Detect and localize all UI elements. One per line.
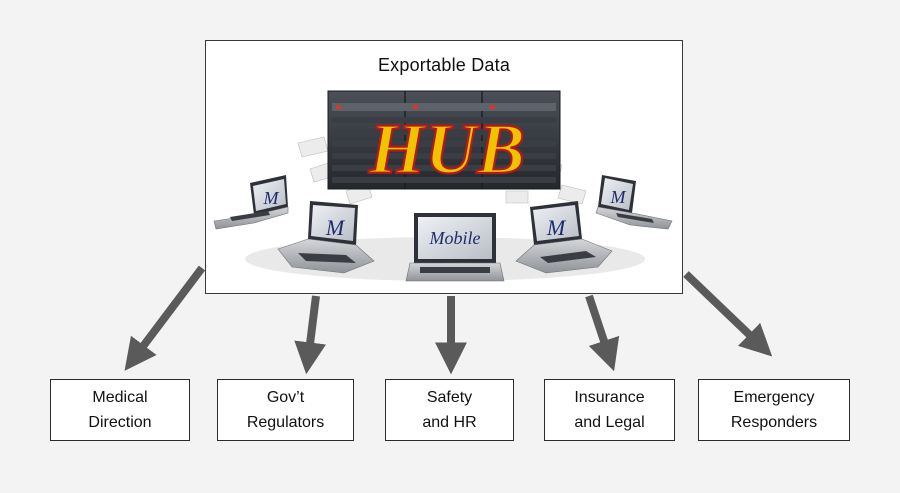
- destination-line-2: and Legal: [574, 414, 645, 431]
- destination-line-1: Medical: [92, 389, 148, 406]
- hub-picture-frame: HUB M M M: [205, 40, 683, 294]
- laptop-icon: M: [213, 175, 289, 230]
- laptop-icon: M: [515, 201, 613, 274]
- destination-medical-direction: Medical Direction: [50, 379, 190, 441]
- laptop-logo-text: M: [325, 215, 346, 240]
- laptop-icon: M: [277, 201, 375, 274]
- laptop-logo-text: M: [263, 188, 280, 208]
- hub-illustration: HUB M M M: [213, 90, 673, 282]
- arrow-to-medical-direction: [124, 265, 206, 371]
- destination-line-1: Safety: [426, 389, 473, 406]
- laptop-icon: M: [595, 175, 673, 230]
- hub-logo-text: HUB: [368, 109, 525, 189]
- destination-line-2: Responders: [730, 414, 818, 431]
- laptop-icon: Mobile: [405, 213, 505, 282]
- arrow-to-insurance-legal: [585, 294, 620, 372]
- arrow-to-emergency-responders: [683, 271, 773, 357]
- destination-line-1: Gov’t: [266, 389, 305, 406]
- laptop-logo-text: M: [610, 187, 627, 207]
- destination-line-1: Emergency: [733, 389, 815, 406]
- destination-line-1: Insurance: [574, 389, 645, 406]
- destination-insurance-legal: Insurance and Legal: [544, 379, 675, 441]
- server-rack-icon: [327, 90, 561, 190]
- destination-line-2: Regulators: [246, 414, 325, 431]
- laptop-logo-text: M: [546, 215, 567, 240]
- laptop-logo-text: Mobile: [429, 228, 481, 248]
- destination-safety-hr: Safety and HR: [385, 379, 514, 441]
- destination-emergency-responders: Emergency Responders: [698, 379, 850, 441]
- destination-line-2: and HR: [422, 414, 477, 431]
- destination-line-2: Direction: [88, 414, 152, 431]
- frame-title: Exportable Data: [377, 55, 511, 75]
- destination-govt-regulators: Gov’t Regulators: [217, 379, 354, 441]
- arrow-to-govt-regulators: [294, 295, 327, 375]
